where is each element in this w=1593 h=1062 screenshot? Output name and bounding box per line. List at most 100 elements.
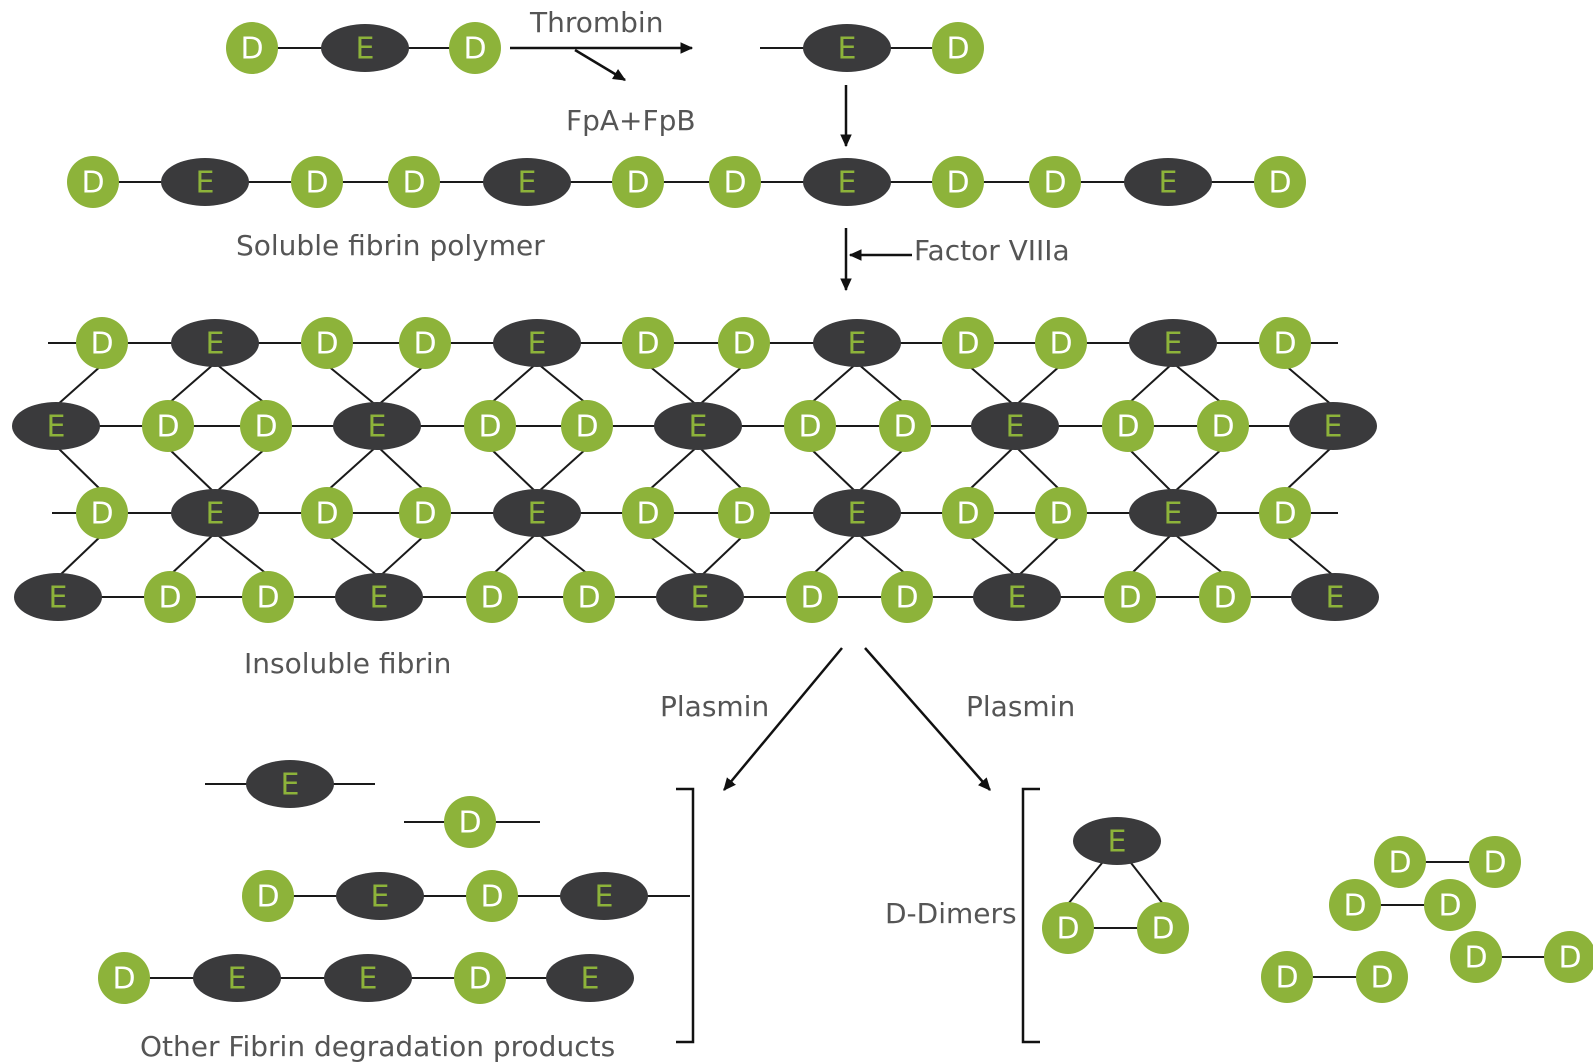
d-domain-label: D (723, 166, 746, 201)
cross-link (811, 532, 858, 576)
d-domain-label: D (413, 497, 436, 532)
d-domain-label: D (1275, 961, 1298, 996)
cross-link (1014, 364, 1062, 407)
d-domain-node: D (1374, 836, 1426, 888)
e-domain-label: E (689, 410, 708, 445)
e-domain-node: E (321, 24, 409, 72)
d-domain-label: D (626, 166, 649, 201)
d-domain-node: D (240, 400, 292, 452)
d-domain-shape (622, 317, 674, 369)
d-domain-node: D (1259, 487, 1311, 539)
cross-link (1284, 534, 1336, 578)
d-domain-shape (1374, 836, 1426, 888)
e-domain-shape (1129, 319, 1217, 367)
d-domain-node: D (1356, 951, 1408, 1003)
e-domain-node: E (336, 872, 424, 920)
e-domain-shape (1289, 402, 1377, 450)
cross-link (378, 534, 426, 578)
fpa-fpb-arrow (574, 48, 627, 82)
factor-label: Factor VIIIa (914, 234, 1070, 267)
d-domain-shape (1329, 879, 1381, 931)
e-domain-label: E (1108, 825, 1127, 860)
d-domain-shape (242, 870, 294, 922)
insoluble-label: Insoluble fibrin (244, 647, 451, 680)
d-domain-label: D (1151, 912, 1174, 947)
cross-link (376, 445, 426, 492)
e-domain-label: E (47, 410, 66, 445)
d-domain-shape (301, 487, 353, 539)
e-domain-node: E (1291, 573, 1379, 621)
e-domain-label: E (281, 768, 300, 803)
e-domain-shape (321, 24, 409, 72)
cross-link (326, 364, 378, 407)
e-domain-label: E (838, 166, 857, 201)
d-domain-label: D (946, 32, 969, 67)
d-domain-shape (784, 400, 836, 452)
d-domain-label: D (577, 581, 600, 616)
cross-link (856, 532, 908, 576)
d-domain-label: D (90, 327, 113, 362)
d-domain-node: D (612, 156, 664, 208)
cross-link (326, 534, 380, 578)
d-domain-shape (1261, 951, 1313, 1003)
e-domain-node: E (1073, 817, 1161, 865)
cross-link (697, 364, 745, 407)
d-domain-shape (98, 952, 150, 1004)
d-domain-node: D (144, 571, 196, 623)
d-domain-shape (1042, 902, 1094, 954)
d-domain-shape (718, 487, 770, 539)
cross-link (214, 362, 267, 405)
d-domain-node: D (942, 317, 994, 369)
e-domain-node: E (171, 489, 259, 537)
d-domain-node: D (464, 400, 516, 452)
d-domain-shape (1035, 317, 1087, 369)
d-domain-shape (1029, 156, 1081, 208)
cross-link (1127, 447, 1174, 494)
d-domain-label: D (480, 581, 503, 616)
d-domain-node: D (622, 317, 674, 369)
e-domain-label: E (371, 880, 390, 915)
d-domain-label: D (112, 962, 135, 997)
d-domain-node: D (1029, 156, 1081, 208)
d-domain-shape (709, 156, 761, 208)
e-domain-label: E (581, 962, 600, 997)
d-domain-node: D (466, 571, 518, 623)
e-domain-shape (803, 158, 891, 206)
d-domain-shape (144, 571, 196, 623)
e-domain-shape (546, 954, 634, 1002)
e-domain-shape (973, 573, 1061, 621)
e-domain-node: E (1129, 489, 1217, 537)
e-domain-node: E (971, 402, 1059, 450)
cross-link (1014, 445, 1062, 492)
d-domain-shape (399, 487, 451, 539)
cross-link (491, 532, 538, 576)
d-domain-node: D (1329, 879, 1381, 931)
d-domain-label: D (81, 166, 104, 201)
d-domain-shape (454, 952, 506, 1004)
d-domain-node: D (1042, 902, 1094, 954)
d-domain-shape (444, 796, 496, 848)
cross-link (536, 362, 588, 405)
thrombin-label: Thrombin (529, 6, 663, 39)
cross-link (647, 445, 699, 492)
e-domain-label: E (1326, 581, 1345, 616)
e-domain-shape (803, 24, 891, 72)
fpa-fpb-label: FpA+FpB (566, 104, 696, 137)
d-domain-label: D (1388, 846, 1411, 881)
d-domain-label: D (480, 880, 503, 915)
d-domain-label: D (895, 581, 918, 616)
d-domain-shape (76, 317, 128, 369)
e-domain-node: E (560, 872, 648, 920)
e-domain-shape (493, 319, 581, 367)
d-domain-shape (466, 571, 518, 623)
e-domain-label: E (370, 581, 389, 616)
e-domain-label: E (359, 962, 378, 997)
d-domain-node: D (718, 487, 770, 539)
d-domain-shape (1544, 931, 1593, 983)
e-domain-label: E (206, 327, 225, 362)
d-domain-label: D (478, 410, 501, 445)
d-domain-node: D (1035, 317, 1087, 369)
e-domain-shape (971, 402, 1059, 450)
e-domain-node: E (193, 954, 281, 1002)
e-domain-shape (1124, 158, 1212, 206)
